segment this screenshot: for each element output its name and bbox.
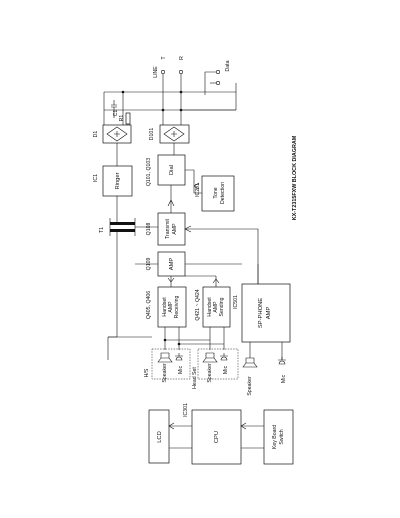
sp-phone-amp-block [241, 283, 291, 343]
q405-q406-label: Q405, Q406 [146, 291, 152, 319]
ic1-label: IC1 [93, 174, 99, 182]
tone-detection-block [201, 175, 235, 212]
handset-sending-label-2: AMP [213, 301, 219, 313]
d1-label: D1 [93, 131, 99, 138]
q108-label: Q108 [146, 223, 152, 236]
hs-speaker-icon [157, 352, 173, 363]
sp-phone-label-2: AMP [266, 307, 272, 320]
c1-label: C1 [113, 110, 119, 117]
speaker-icon [242, 357, 258, 368]
sp-phone-label-1: SP-PHONE [258, 298, 264, 328]
handset-receiving-block [157, 286, 187, 328]
terminal-data-2 [216, 81, 221, 86]
ringer-label: Ringer [115, 172, 121, 189]
terminal-r [179, 70, 184, 75]
ic501-label: IC501 [233, 295, 239, 309]
line-t-label: T [161, 56, 167, 60]
ic201-label: IC201 [195, 183, 201, 197]
d101-diamond [163, 126, 185, 142]
handset-sending-block [202, 286, 231, 328]
handset-sending-label-1: Handset [207, 297, 213, 317]
handset-receiving-label-1: Handset [162, 297, 168, 317]
junction [121, 90, 125, 94]
ic301-label: IC301 [183, 403, 189, 417]
junction [163, 338, 167, 342]
hs-label: H/S [144, 368, 150, 377]
dial-label: Dial [169, 165, 175, 175]
mic-label: Mic [281, 375, 287, 383]
cpu-lcd-link [169, 425, 192, 449]
d101-label: D101 [149, 128, 155, 141]
headset-mic-icon [220, 353, 228, 361]
lcd-label: LCD [157, 431, 163, 443]
handset-receiving-label-3: Receiving [174, 295, 180, 318]
data-label: Data [225, 60, 231, 71]
handset-group [151, 348, 191, 380]
keyboard-label-1: Key Board [272, 425, 278, 449]
headset-mic-label: Mic [223, 366, 229, 374]
keyboard-switch-block [263, 409, 294, 465]
transmit-amp-label-2: AMP [172, 223, 178, 235]
mic-icon [278, 357, 286, 365]
transmit-amp-label-1: Transmit [165, 218, 171, 239]
transmit-amp-block [157, 212, 186, 246]
terminal-data-1 [216, 70, 221, 75]
q101-q103-label: Q101, Q103 [146, 158, 152, 186]
headset-group [197, 348, 239, 380]
tone-detection-label-1: Tone [213, 187, 219, 198]
headset-speaker-icon [202, 352, 218, 363]
handset-sending-label-3: Sending [219, 297, 225, 316]
amp-label: AMP [169, 258, 175, 271]
r1-resistor [125, 112, 131, 125]
terminal-t [161, 70, 166, 75]
q421-q424-label: Q421 ~ Q424 [195, 289, 201, 320]
cpu-keyboard-link [241, 425, 264, 449]
keyboard-label-2: Switch [279, 429, 285, 444]
cpu-label: CPU [214, 431, 220, 443]
t1-label: T1 [99, 227, 105, 233]
ringer-block [102, 165, 133, 197]
junction [161, 108, 165, 112]
line-label: LINE [153, 66, 159, 78]
tone-detection-label-2: Detection [220, 182, 226, 204]
speaker-label: Speaker [247, 376, 253, 396]
hs-mic-label: Mic [178, 366, 184, 374]
headset-label: Head Set [192, 367, 198, 389]
line-r-label: R [179, 56, 185, 60]
t1-transformer [109, 218, 136, 236]
line-wiring [103, 71, 237, 125]
lcd-block [148, 409, 170, 464]
junction [179, 108, 183, 112]
d1-diamond [106, 126, 128, 142]
cpu-block [191, 409, 242, 465]
handset-receiving-label-2: AMP [168, 301, 174, 313]
c1-capacitor [111, 100, 117, 118]
hs-mic-icon [175, 353, 183, 361]
diagram-title: KX-T2315FXW BLOCK DIAGRAM [292, 135, 298, 220]
junction [177, 342, 181, 346]
headset-speaker-label: Speaker [207, 363, 213, 383]
hs-speaker-label: Speaker [162, 363, 168, 383]
junction [179, 90, 183, 94]
r1-label: R1 [119, 115, 125, 122]
